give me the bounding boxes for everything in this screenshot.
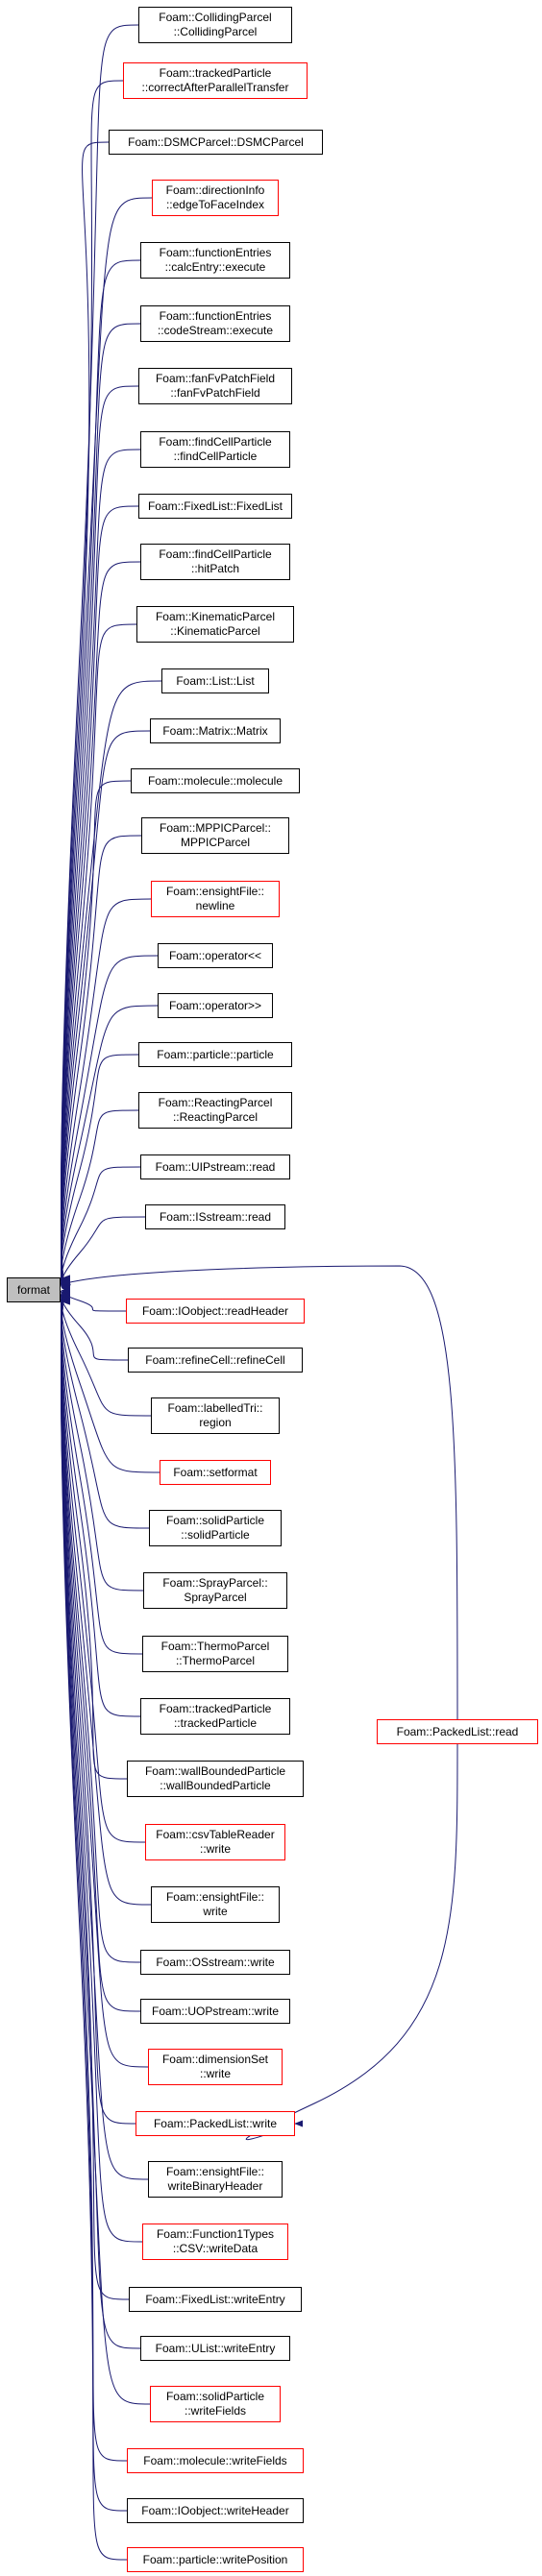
caller-node-fixedlist-writeentry[interactable]: Foam::FixedList::writeEntry	[129, 2287, 302, 2312]
caller-node-molecule-writefields[interactable]: Foam::molecule::writeFields	[127, 2448, 304, 2473]
caller-node-particle-particle[interactable]: Foam::particle::particle	[138, 1042, 292, 1067]
caller-node-reactingparcel-reactingparcel[interactable]: Foam::ReactingParcel ::ReactingParcel	[138, 1092, 292, 1129]
caller-node-solidparticle-writefields[interactable]: Foam::solidParticle ::writeFields	[150, 2386, 281, 2422]
caller-node-functionentries-calcentry-execute[interactable]: Foam::functionEntries ::calcEntry::execu…	[140, 242, 290, 279]
caller-node-fixedlist-fixedlist[interactable]: Foam::FixedList::FixedList	[138, 494, 292, 519]
caller-node-ioobject-writeheader[interactable]: Foam::IOobject::writeHeader	[127, 2498, 304, 2523]
caller-node-setformat[interactable]: Foam::setformat	[160, 1460, 271, 1485]
edge-particle-writeposition-to-format	[61, 1298, 128, 2561]
caller-node-list-list[interactable]: Foam::List::List	[161, 668, 269, 693]
caller-node-operatorrshift[interactable]: Foam::operator>>	[158, 993, 273, 1018]
edge-refinecell-refinecell-to-format	[61, 1287, 129, 1361]
caller-node-packedlist-read[interactable]: Foam::PackedList::read	[377, 1719, 538, 1744]
root-node-format: format	[7, 1277, 61, 1302]
caller-node-directioninfo-edgetofaceindex[interactable]: Foam::directionInfo ::edgeToFaceIndex	[152, 180, 279, 216]
edge-isstream-read-to-format	[61, 1216, 146, 1293]
caller-node-ioobject-readheader[interactable]: Foam::IOobject::readHeader	[126, 1299, 305, 1324]
caller-node-solidparticle-solidparticle[interactable]: Foam::solidParticle ::solidParticle	[149, 1510, 282, 1546]
caller-node-matrix-matrix[interactable]: Foam::Matrix::Matrix	[150, 718, 281, 743]
caller-node-sprayparcel-sprayparcel[interactable]: Foam::SprayParcel:: SprayParcel	[143, 1572, 287, 1609]
caller-node-function1types-csv-writedata[interactable]: Foam::Function1Types ::CSV::writeData	[142, 2224, 288, 2260]
edge-ioobject-readheader-to-format	[61, 1286, 127, 1312]
caller-node-dsmcparcel-dsmcparcel[interactable]: Foam::DSMCParcel::DSMCParcel	[109, 130, 323, 155]
edge-packedlist-read-to-format	[62, 1265, 458, 1720]
caller-node-refinecell-refinecell[interactable]: Foam::refineCell::refineCell	[128, 1348, 303, 1373]
caller-node-trackedparticle-correctafterparalleltransfer[interactable]: Foam::trackedParticle ::correctAfterPara…	[123, 62, 308, 99]
caller-node-wallboundedparticle-wallboundedparticle[interactable]: Foam::wallBoundedParticle ::wallBoundedP…	[127, 1761, 304, 1797]
caller-node-csvtablereader-write[interactable]: Foam::csvTableReader ::write	[145, 1824, 285, 1860]
caller-node-fanfvpatchfield-fanfvpatchfield[interactable]: Foam::fanFvPatchField ::fanFvPatchField	[138, 368, 292, 404]
caller-node-osstream-write[interactable]: Foam::OSstream::write	[140, 1950, 290, 1975]
caller-node-mppicparcel-mppicparcel[interactable]: Foam::MPPICParcel:: MPPICParcel	[141, 817, 289, 854]
caller-node-ulist-writeentry[interactable]: Foam::UList::writeEntry	[140, 2336, 290, 2361]
caller-node-isstream-read[interactable]: Foam::ISstream::read	[145, 1204, 285, 1229]
caller-node-packedlist-write[interactable]: Foam::PackedList::write	[136, 2111, 295, 2136]
caller-node-findcellparticle-hitpatch[interactable]: Foam::findCellParticle ::hitPatch	[140, 544, 290, 580]
caller-node-trackedparticle-trackedparticle[interactable]: Foam::trackedParticle ::trackedParticle	[140, 1698, 290, 1735]
caller-node-ensightfile-writebinaryheader[interactable]: Foam::ensightFile:: writeBinaryHeader	[148, 2161, 283, 2198]
caller-node-findcellparticle-findcellparticle[interactable]: Foam::findCellParticle ::findCellParticl…	[140, 431, 290, 468]
caller-node-ensightfile-newline[interactable]: Foam::ensightFile:: newline	[151, 881, 280, 917]
caller-node-uipstream-read[interactable]: Foam::UIPstream::read	[140, 1154, 290, 1179]
caller-node-collidingparcel-collidingparcel[interactable]: Foam::CollidingParcel ::CollidingParcel	[138, 7, 292, 43]
caller-node-thermoparcel-thermoparcel[interactable]: Foam::ThermoParcel ::ThermoParcel	[142, 1636, 288, 1672]
caller-node-labelledtri-region[interactable]: Foam::labelledTri:: region	[151, 1397, 280, 1434]
caller-node-dimensionset-write[interactable]: Foam::dimensionSet ::write	[148, 2049, 283, 2085]
caller-node-molecule-molecule[interactable]: Foam::molecule::molecule	[131, 768, 300, 793]
caller-node-functionentries-codestream-execute[interactable]: Foam::functionEntries ::codeStream::exec…	[140, 305, 290, 342]
caller-node-kinematicparcel-kinematicparcel[interactable]: Foam::KinematicParcel ::KinematicParcel	[136, 606, 294, 643]
caller-node-uopstream-write[interactable]: Foam::UOPstream::write	[140, 1999, 290, 2024]
caller-node-particle-writeposition[interactable]: Foam::particle::writePosition	[127, 2547, 304, 2572]
caller-node-operatorlshift[interactable]: Foam::operator<<	[158, 943, 273, 968]
caller-node-ensightfile-write[interactable]: Foam::ensightFile:: write	[151, 1886, 280, 1923]
